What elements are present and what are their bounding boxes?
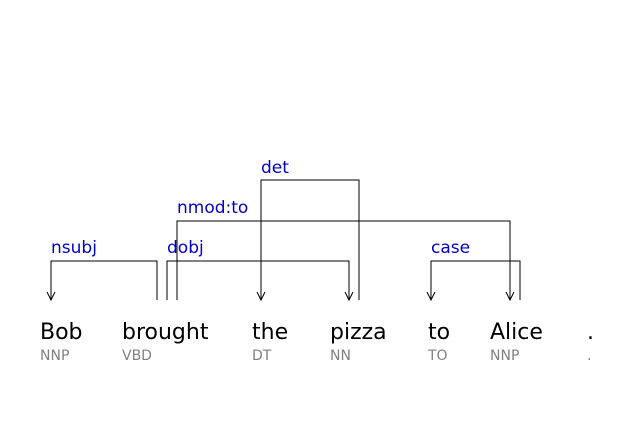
- relation-label-case: case: [431, 238, 470, 258]
- dependency-arc-nsubj: [50, 260, 158, 300]
- arrow-icon: [256, 291, 266, 302]
- relation-label-dobj: dobj: [167, 238, 204, 258]
- arrow-icon: [344, 291, 354, 302]
- token-word: Bob: [40, 320, 83, 345]
- arrow-icon: [426, 291, 436, 302]
- pos-tag: DT: [252, 348, 272, 364]
- token-word: to: [428, 320, 450, 345]
- arrow-icon: [505, 291, 515, 302]
- pos-tag: VBD: [122, 348, 152, 364]
- token-word: the: [252, 320, 288, 345]
- relation-label-nmod-to: nmod:to: [177, 198, 248, 218]
- dependency-arc-case: [430, 260, 521, 300]
- token-word: .: [587, 320, 594, 345]
- dependency-arc-det: [260, 179, 360, 300]
- token-word: pizza: [330, 320, 387, 345]
- pos-tag: NNP: [490, 348, 519, 364]
- dependency-arc-dobj: [166, 260, 350, 300]
- token-word: Alice: [490, 320, 543, 345]
- token-word: brought: [122, 320, 209, 345]
- pos-tag: TO: [427, 348, 448, 364]
- arrow-icon: [46, 291, 56, 302]
- relation-label-nsubj: nsubj: [51, 238, 97, 258]
- pos-tag: .: [587, 348, 591, 364]
- pos-tag: NN: [330, 348, 351, 364]
- pos-tag: NNP: [40, 348, 69, 364]
- relation-label-det: det: [261, 158, 289, 178]
